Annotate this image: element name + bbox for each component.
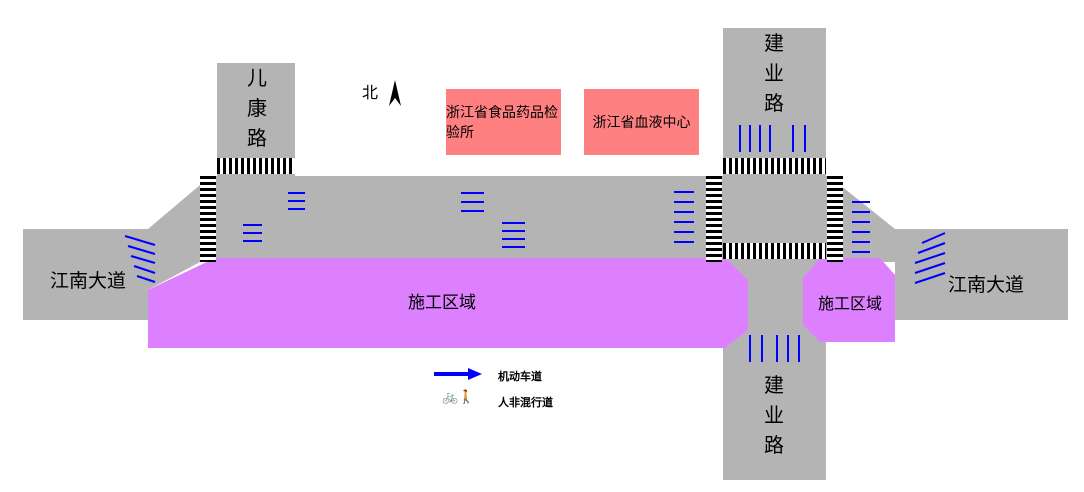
legend-arrow-icon xyxy=(434,368,482,380)
vehicle-arrow-icon xyxy=(461,192,484,212)
vehicle-arrow-icon xyxy=(502,222,525,248)
north-arrow-icon xyxy=(389,80,401,106)
building-blood-center: 浙江省血液中心 xyxy=(584,89,699,155)
construction-zone-main xyxy=(148,258,748,348)
road-erkang xyxy=(217,63,295,176)
vehicle-arrow-icon xyxy=(288,192,305,210)
vehicle-arrow-icon xyxy=(739,125,806,152)
road-jiangnan-west xyxy=(23,185,200,320)
road-label-jiangnan-west: 江南大道 xyxy=(50,270,127,292)
road-label-jianye-south: 建业路 xyxy=(764,373,784,457)
vehicle-arrow-icon xyxy=(852,201,870,253)
crosswalk xyxy=(706,176,722,262)
legend-mixed-lane: 人非混行道 xyxy=(498,396,553,409)
crosswalk xyxy=(723,158,826,174)
road-label-jiangnan-east: 江南大道 xyxy=(948,274,1025,296)
vehicle-arrow-icon xyxy=(124,235,156,283)
north-label: 北 xyxy=(362,83,379,102)
construction-label-east: 施工区域 xyxy=(818,294,883,313)
vehicle-arrow-icon xyxy=(749,335,800,362)
building-food-drug-institute: 浙江省食品药品检验所 xyxy=(446,89,561,155)
vehicle-arrow-icon xyxy=(914,232,946,284)
construction-zone-east xyxy=(803,258,895,342)
road-jiangnan-east xyxy=(840,185,1068,320)
crosswalk xyxy=(200,176,216,262)
lane-arrows xyxy=(124,125,946,362)
crosswalk xyxy=(217,158,295,174)
crosswalk xyxy=(723,243,826,259)
bike-pedestrian-icon: 🚲🚶 xyxy=(442,390,475,405)
construction-label-main: 施工区域 xyxy=(408,293,476,313)
vehicle-arrow-icon xyxy=(674,191,694,243)
legend-vehicle-lane: 机动车道 xyxy=(498,370,542,383)
road-label-jianye-north: 建业路 xyxy=(764,31,784,115)
road-label-erkang: 儿康路 xyxy=(247,66,267,150)
crosswalk xyxy=(827,176,843,262)
vehicle-arrow-icon xyxy=(243,224,262,242)
